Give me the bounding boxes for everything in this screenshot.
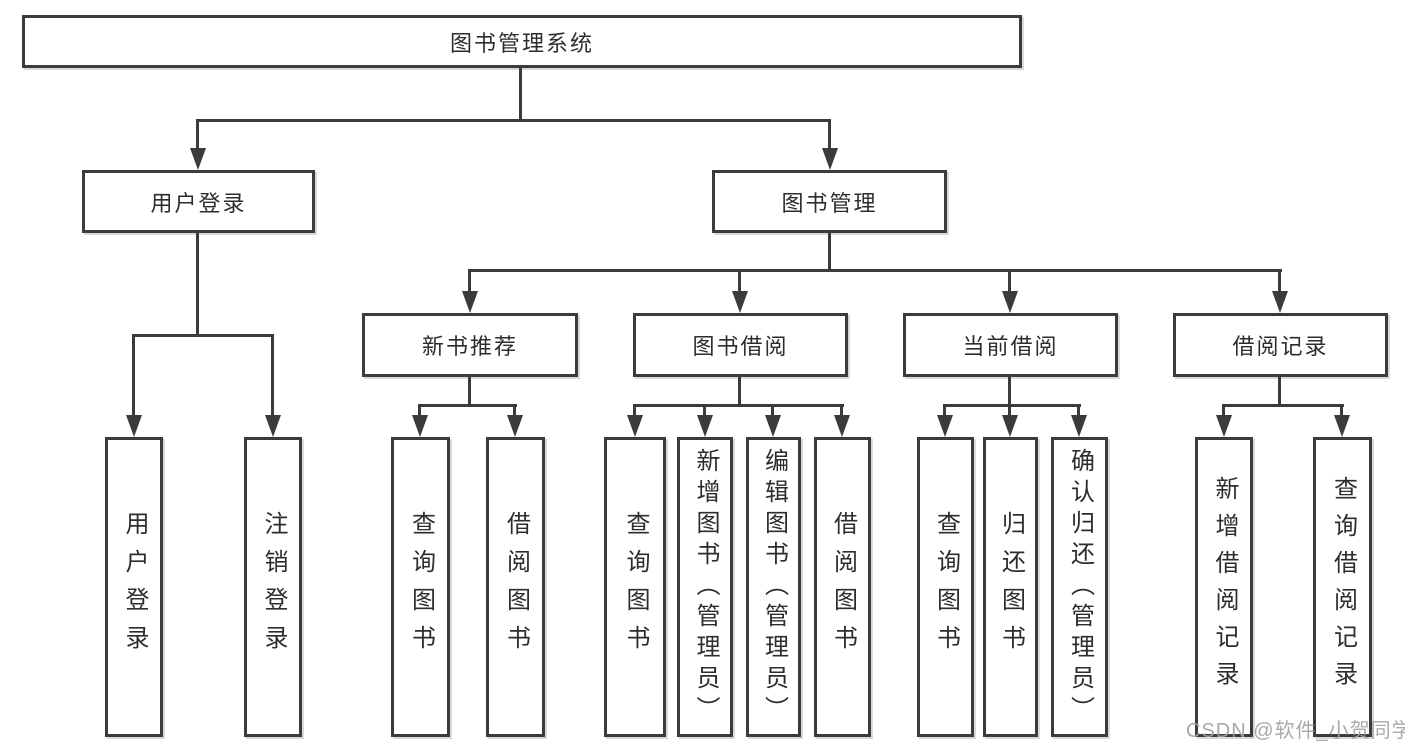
node-new-book-recommend: 新书推荐: [362, 313, 578, 377]
leaf-add-borrow-record: 新增借阅记录: [1195, 437, 1253, 737]
connector-drop-level3: [1278, 269, 1281, 294]
connector-drop-leaf: [840, 404, 843, 417]
connector-drop-level3: [738, 269, 741, 294]
node-book-borrow: 图书借阅: [633, 313, 848, 377]
connector-current-borrow-stem: [1008, 375, 1011, 407]
arrow-down-icon: [697, 415, 713, 437]
node-root-library-management-system: 图书管理系统: [22, 15, 1022, 68]
arrow-down-icon: [190, 148, 206, 170]
arrow-down-icon: [1272, 291, 1288, 313]
leaf-return-books: 归还图书: [983, 437, 1038, 737]
connector-drop-leaf: [703, 404, 706, 417]
connector-level3-bar: [468, 269, 1282, 272]
connector-drop-book-management: [828, 119, 831, 150]
connector-drop-level3: [1008, 269, 1011, 294]
connector-drop-leaf: [633, 404, 636, 417]
node-book-management: 图书管理: [712, 170, 947, 233]
arrow-down-icon: [937, 415, 953, 437]
arrow-down-icon: [822, 148, 838, 170]
connector-drop-leaf: [1008, 404, 1011, 417]
connector-borrow-record-bar: [1222, 404, 1344, 407]
connector-drop-leaf: [943, 404, 946, 417]
connector-user-login-stem: [196, 231, 199, 337]
leaf-add-books-admin: 新增图书（管理员）: [677, 437, 733, 737]
arrow-down-icon: [1071, 415, 1087, 437]
arrow-down-icon: [1216, 415, 1232, 437]
leaf-borrow-books-recommend: 借阅图书: [486, 437, 545, 737]
connector-drop-leaf: [771, 404, 774, 417]
node-borrow-record: 借阅记录: [1173, 313, 1388, 377]
leaf-query-books-current: 查询图书: [917, 437, 974, 737]
leaf-borrow-books: 借阅图书: [814, 437, 871, 737]
leaf-query-books-recommend: 查询图书: [391, 437, 450, 737]
node-current-borrow: 当前借阅: [903, 313, 1118, 377]
connector-book-borrow-bar: [633, 404, 844, 407]
arrow-down-icon: [507, 415, 523, 437]
node-user-login: 用户登录: [82, 170, 315, 233]
connector-current-borrow-bar: [943, 404, 1081, 407]
connector-drop-user-login: [196, 119, 199, 150]
connector-drop-leaf: [418, 404, 421, 417]
connector-level2-bar: [196, 119, 831, 122]
connector-new-book-stem: [468, 375, 471, 407]
connector-drop-level3: [468, 269, 471, 294]
arrow-down-icon: [1002, 291, 1018, 313]
arrow-down-icon: [834, 415, 850, 437]
leaf-logout: 注销登录: [244, 437, 302, 737]
connector-book-borrow-stem: [738, 375, 741, 407]
connector-drop-leaf: [132, 334, 135, 417]
connector-drop-leaf: [271, 334, 274, 417]
leaf-query-borrow-record: 查询借阅记录: [1313, 437, 1372, 737]
arrow-down-icon: [412, 415, 428, 437]
connector-new-book-bar: [418, 404, 517, 407]
arrow-down-icon: [732, 291, 748, 313]
arrow-down-icon: [126, 415, 142, 437]
arrow-down-icon: [1334, 415, 1350, 437]
csdn-watermark: CSDN @软件_小贺同学: [1186, 720, 1405, 742]
leaf-user-login: 用户登录: [105, 437, 163, 737]
connector-book-management-stem: [828, 231, 831, 272]
leaf-edit-books-admin: 编辑图书（管理员）: [746, 437, 801, 737]
arrow-down-icon: [1002, 415, 1018, 437]
connector-borrow-record-stem: [1278, 375, 1281, 407]
arrow-down-icon: [627, 415, 643, 437]
arrow-down-icon: [765, 415, 781, 437]
connector-root-stem: [519, 66, 522, 122]
leaf-query-books-borrow: 查询图书: [604, 437, 666, 737]
connector-drop-leaf: [1077, 404, 1080, 417]
connector-drop-leaf: [1222, 404, 1225, 417]
leaf-confirm-return-admin: 确认归还（管理员）: [1051, 437, 1108, 737]
arrow-down-icon: [265, 415, 281, 437]
arrow-down-icon: [462, 291, 478, 313]
connector-user-login-bar: [132, 334, 274, 337]
connector-drop-leaf: [1340, 404, 1343, 417]
connector-drop-leaf: [513, 404, 516, 417]
